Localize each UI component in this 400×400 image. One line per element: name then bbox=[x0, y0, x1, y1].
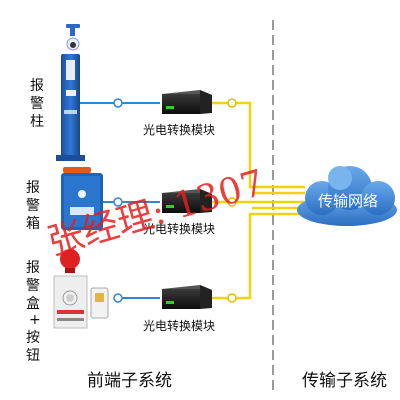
cloud-label: 传输网络 bbox=[318, 192, 378, 210]
alarm-box-label-char: + bbox=[29, 312, 41, 328]
module-label-top: 光电转换模块 bbox=[143, 122, 215, 137]
network-cloud bbox=[297, 166, 397, 226]
alarm-box-label-char: 钮 bbox=[26, 348, 40, 364]
fiber-connectors bbox=[227, 98, 237, 303]
module-label-bottom: 光电转换模块 bbox=[143, 318, 215, 333]
pillar-label-char: 报 bbox=[30, 78, 44, 94]
box-label-char: 箱 bbox=[26, 216, 40, 232]
module-label-middle: 光电转换模块 bbox=[143, 221, 215, 236]
alarm-pillar bbox=[56, 24, 85, 161]
pillar-label-char: 柱 bbox=[30, 114, 44, 130]
alarm-box-label-char: 警 bbox=[26, 278, 40, 294]
box-label-char: 警 bbox=[26, 198, 40, 214]
box-label-char: 报 bbox=[26, 180, 40, 196]
alarm-box-label-char: 报 bbox=[26, 260, 40, 276]
alarm-box-button-label: 报 警 盒 + 按 钮 bbox=[26, 260, 41, 364]
section-front-label: 前端子系统 bbox=[87, 371, 172, 391]
alarm-box-label-char: 按 bbox=[26, 330, 40, 346]
pillar-label: 报 警 柱 bbox=[30, 78, 44, 130]
media-converter-middle bbox=[162, 189, 212, 213]
ethernet-connectors bbox=[113, 98, 123, 303]
pillar-label-char: 警 bbox=[30, 96, 44, 112]
alarm-box-label-char: 盒 bbox=[26, 295, 40, 312]
alarm-box bbox=[61, 167, 103, 230]
section-transport-label: 传输子系统 bbox=[302, 371, 387, 391]
alarm-button-box bbox=[53, 249, 109, 329]
media-converter-top bbox=[162, 90, 212, 114]
box-label: 报 警 箱 bbox=[26, 180, 40, 232]
media-converter-bottom bbox=[162, 285, 212, 309]
